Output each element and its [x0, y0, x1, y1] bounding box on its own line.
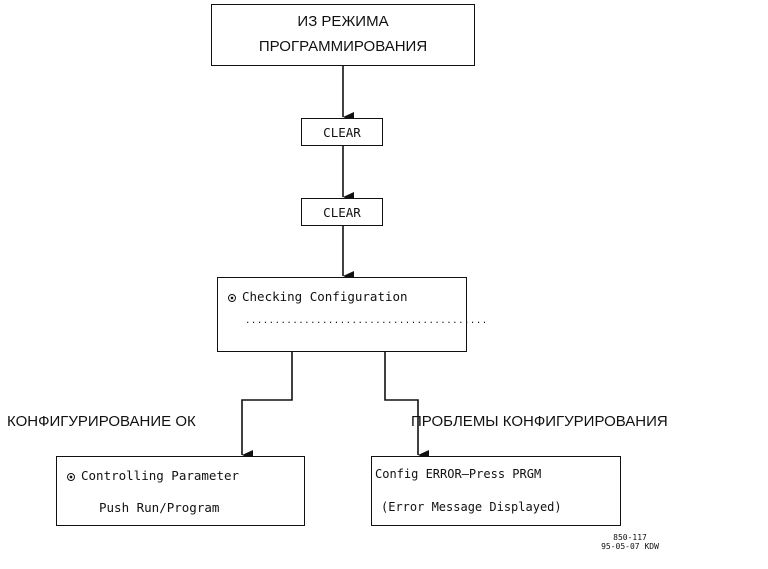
start-node-line1: ИЗ РЕЖИМА [297, 13, 389, 30]
figure-code: 850-117 [613, 533, 647, 542]
clear-button-2: CLEAR [301, 198, 383, 226]
ok-line1: Controlling Parameter [81, 468, 240, 483]
bullet-icon [67, 473, 75, 481]
branch-label-ok: КОНФИГУРИРОВАНИЕ ОК [7, 413, 196, 430]
error-line1: Config ERROR—Press PRGM [375, 467, 542, 481]
checking-configuration-node: Checking Configuration .................… [217, 277, 487, 352]
start-node-line2: ПРОГРАММИРОВАНИЯ [258, 38, 428, 55]
figure-reference: 850-117 95-05-07 KDW [590, 533, 670, 551]
config-error-node: Config ERROR—Press PRGM (Error Message D… [371, 456, 621, 526]
checking-label: Checking Configuration [242, 289, 408, 304]
start-node: ИЗ РЕЖИМА ПРОГРАММИРОВАНИЯ [211, 4, 475, 66]
arrow-check-to-error [384, 352, 429, 460]
figure-date: 95-05-07 KDW [601, 542, 659, 551]
error-line2: (Error Message Displayed) [381, 500, 562, 514]
bullet-icon [228, 294, 236, 302]
progress-dots: ........................................… [245, 316, 488, 326]
ok-row-1: Controlling Parameter [67, 467, 239, 485]
checking-row: Checking Configuration [228, 288, 408, 306]
branch-label-error: ПРОБЛЕМЫ КОНФИГУРИРОВАНИЯ [411, 413, 668, 430]
arrow-check-to-ok [241, 352, 293, 460]
clear-button-1: CLEAR [301, 118, 383, 146]
clear-label-2: CLEAR [323, 205, 361, 220]
controlling-parameter-node: Controlling Parameter Push Run/Program [56, 456, 305, 526]
clear-label-1: CLEAR [323, 125, 361, 140]
ok-line2: Push Run/Program [99, 500, 220, 515]
